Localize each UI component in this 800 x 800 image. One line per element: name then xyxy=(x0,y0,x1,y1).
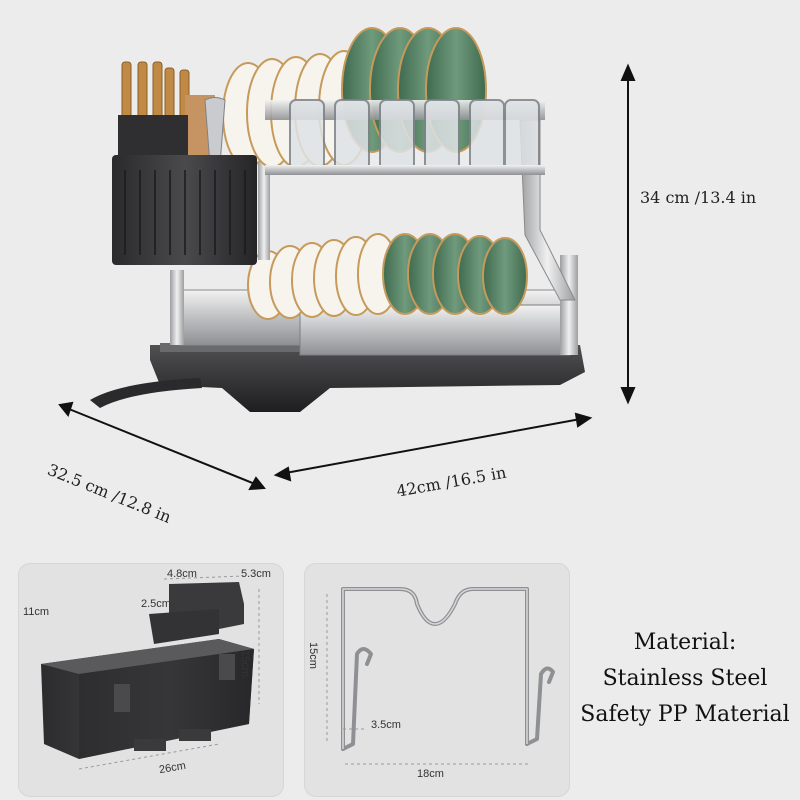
knife-utensil-holder xyxy=(112,61,257,265)
dish-rack-illustration xyxy=(58,27,636,491)
material-info: Material: Stainless Steel Safety PP Mate… xyxy=(580,625,790,733)
holder-top-width-label: 4.8cm xyxy=(167,568,197,580)
utensil-holder-drawing xyxy=(41,575,260,770)
material-heading: Material: xyxy=(633,630,737,655)
cup-row xyxy=(265,99,545,175)
height-dimension-line xyxy=(620,63,636,405)
height-label: 34 cm /13.4 in xyxy=(640,188,757,207)
holder-height-right-label: 15cm xyxy=(239,650,251,677)
holder-height-left-label: 11cm xyxy=(23,606,50,618)
material-line-pp: Safety PP Material xyxy=(580,702,790,727)
board-width-label: 18cm xyxy=(417,768,444,780)
depth-dimension-line xyxy=(58,401,266,491)
board-hook-label: 3.5cm xyxy=(371,719,401,731)
holder-side-width-label: 5.3cm xyxy=(241,568,271,580)
width-dimension-line xyxy=(273,412,593,482)
utensil-holder-panel: 4.8cm 5.3cm 2.5cm 11cm 15cm 26cm xyxy=(18,563,284,797)
holder-slot-label: 2.5cm xyxy=(141,598,171,610)
material-line-stainless: Stainless Steel xyxy=(602,666,768,691)
board-height-label: 15cm xyxy=(307,642,319,669)
lower-plates xyxy=(247,233,528,320)
board-holder-panel: 15cm 3.5cm 18cm xyxy=(304,563,570,797)
board-holder-wire-drawing xyxy=(326,587,555,765)
